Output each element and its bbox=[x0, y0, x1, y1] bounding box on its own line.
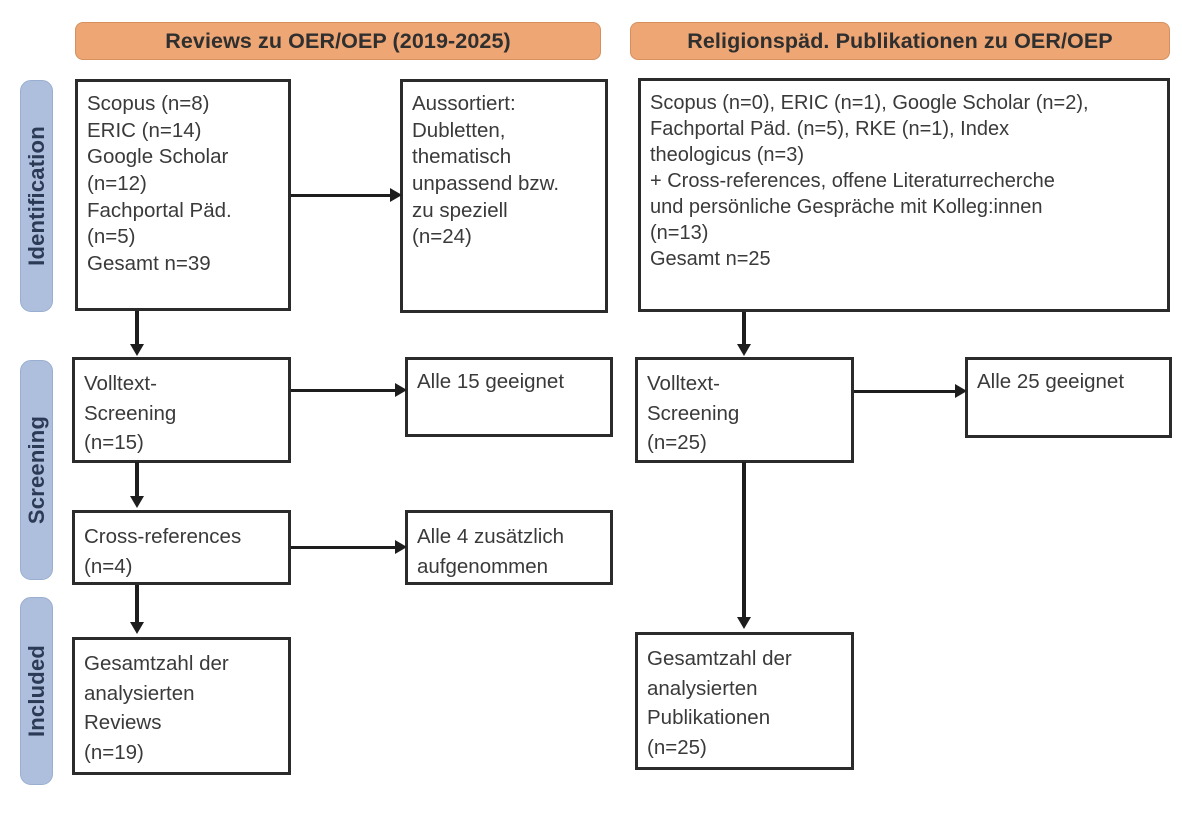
box-right-fulltext-result: Alle 25 geeignet bbox=[965, 357, 1172, 438]
connector-right-fulltext-to-included bbox=[742, 462, 746, 619]
stage-label-screening: Screening bbox=[23, 415, 49, 525]
connector-left-sources-to-fulltext bbox=[135, 311, 139, 347]
box-left-crossrefs-result: Alle 4 zusätzlich aufgenommen bbox=[405, 510, 613, 585]
box-left-identification-excluded: Aussortiert: Dubletten, thematisch unpas… bbox=[400, 79, 608, 313]
arrowhead-left-fulltext-to-result bbox=[395, 383, 407, 397]
connector-right-sources-to-fulltext bbox=[742, 312, 746, 347]
arrowhead-right-fulltext-to-included bbox=[737, 617, 751, 629]
box-left-fulltext-screening: Volltext- Screening (n=15) bbox=[72, 357, 291, 463]
box-left-fulltext-result: Alle 15 geeignet bbox=[405, 357, 613, 437]
box-right-identification-sources: Scopus (n=0), ERIC (n=1), Google Scholar… bbox=[638, 78, 1170, 312]
arrowhead-left-crossrefs-to-included bbox=[130, 622, 144, 634]
box-right-included-total: Gesamtzahl der analysierten Publikatione… bbox=[635, 632, 854, 770]
column-header-religionspaed: Religionspäd. Publikationen zu OER/OEP bbox=[630, 22, 1170, 60]
stage-pill-included: Included bbox=[20, 597, 53, 785]
arrowhead-left-sources-to-excluded bbox=[390, 188, 402, 202]
connector-left-crossrefs-to-included bbox=[135, 585, 139, 623]
connector-right-fulltext-to-result bbox=[854, 390, 957, 393]
connector-left-sources-to-excluded bbox=[291, 194, 392, 197]
arrowhead-left-crossrefs-to-result bbox=[395, 540, 407, 554]
arrowhead-right-fulltext-to-result bbox=[955, 384, 967, 398]
box-left-crossrefs: Cross-references (n=4) bbox=[72, 510, 291, 585]
column-header-reviews: Reviews zu OER/OEP (2019-2025) bbox=[75, 22, 601, 60]
box-left-identification-sources: Scopus (n=8) ERIC (n=14) Google Scholar … bbox=[75, 79, 291, 311]
box-left-included-total: Gesamtzahl der analysierten Reviews (n=1… bbox=[72, 637, 291, 775]
connector-left-fulltext-to-result bbox=[291, 389, 397, 392]
arrowhead-left-sources-to-fulltext bbox=[130, 344, 144, 356]
box-right-fulltext-screening: Volltext- Screening (n=25) bbox=[635, 357, 854, 463]
arrowhead-right-sources-to-fulltext bbox=[737, 344, 751, 356]
connector-left-crossrefs-to-result bbox=[291, 546, 397, 549]
stage-label-identification: Identification bbox=[23, 126, 49, 266]
connector-left-fulltext-to-crossrefs bbox=[135, 462, 139, 499]
arrowhead-left-fulltext-to-crossrefs bbox=[130, 496, 144, 508]
stage-pill-screening: Screening bbox=[20, 360, 53, 580]
stage-pill-identification: Identification bbox=[20, 80, 53, 312]
stage-label-included: Included bbox=[23, 644, 49, 738]
